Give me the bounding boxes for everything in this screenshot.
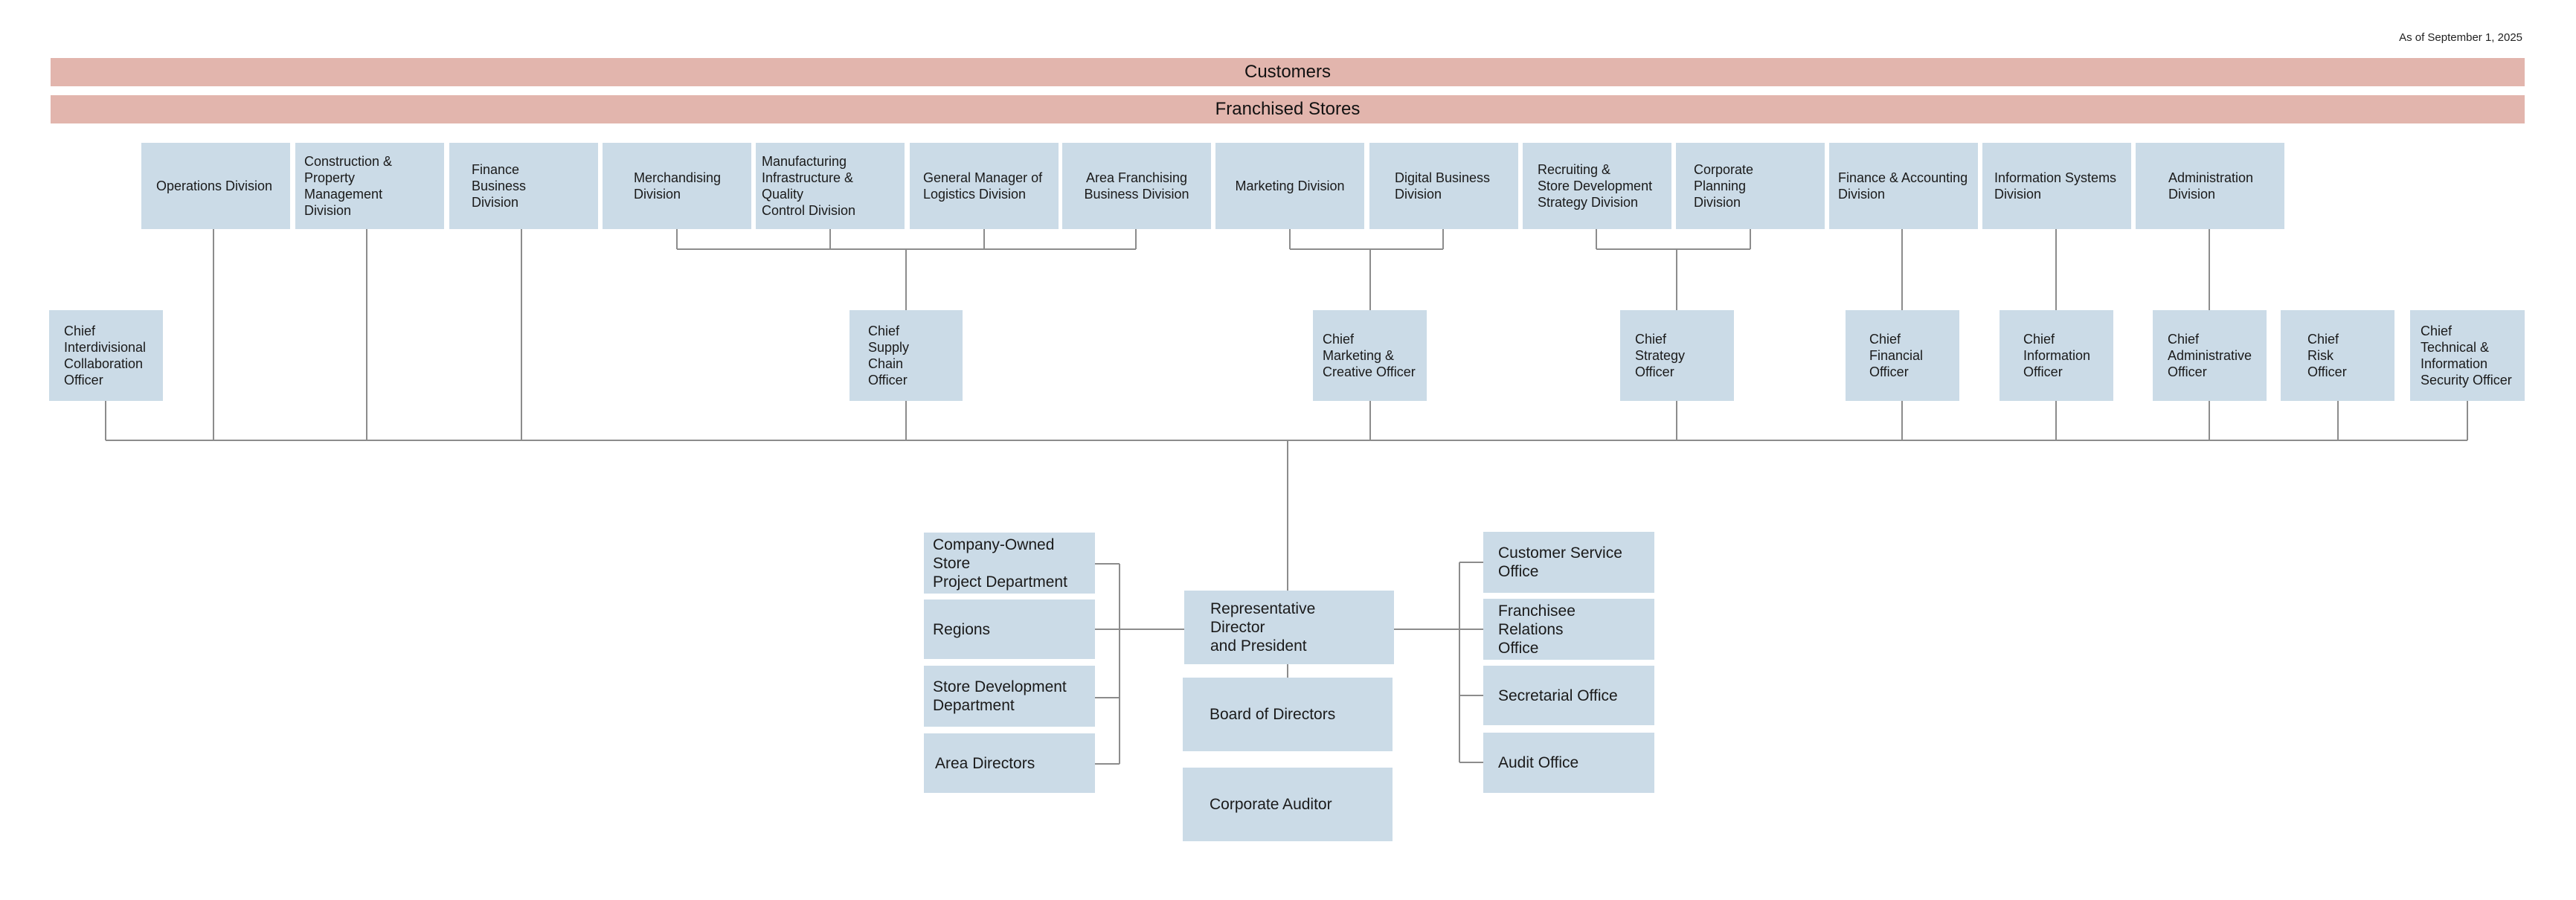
division-administration: Administration Division xyxy=(2136,143,2284,229)
officer-technical-information-security: Chief Technical & Information Security O… xyxy=(2410,310,2525,401)
division-finance-business: Finance Business Division xyxy=(449,143,598,229)
division-marketing: Marketing Division xyxy=(1215,143,1364,229)
board-of-directors: Board of Directors xyxy=(1183,678,1393,751)
unit-regions: Regions xyxy=(924,600,1095,659)
franchised-stores-band: Franchised Stores xyxy=(51,95,2525,123)
officer-administrative: Chief Administrative Officer xyxy=(2153,310,2267,401)
unit-store-development: Store Development Department xyxy=(924,666,1095,727)
as-of-date: As of September 1, 2025 xyxy=(2399,31,2522,44)
division-logistics: General Manager of Logistics Division xyxy=(910,143,1059,229)
officer-strategy: Chief Strategy Officer xyxy=(1620,310,1734,401)
division-operations: Operations Division xyxy=(141,143,290,229)
division-recruiting-store-development: Recruiting & Store Development Strategy … xyxy=(1523,143,1671,229)
customers-band: Customers xyxy=(51,58,2525,86)
unit-company-owned-store-project: Company-Owned Store Project Department xyxy=(924,533,1095,594)
corporate-auditor: Corporate Auditor xyxy=(1183,768,1393,841)
officer-interdivisional-collaboration: Chief Interdivisional Collaboration Offi… xyxy=(49,310,163,401)
unit-secretarial-office: Secretarial Office xyxy=(1483,666,1654,725)
division-corporate-planning: Corporate Planning Division xyxy=(1676,143,1825,229)
unit-customer-service-office: Customer Service Office xyxy=(1483,532,1654,593)
officer-risk: Chief Risk Officer xyxy=(2281,310,2394,401)
representative-director-president: Representative Director and President xyxy=(1184,591,1394,664)
division-digital-business: Digital Business Division xyxy=(1369,143,1518,229)
officer-financial: Chief Financial Officer xyxy=(1846,310,1959,401)
division-finance-accounting: Finance & Accounting Division xyxy=(1829,143,1978,229)
division-merchandising: Merchandising Division xyxy=(603,143,751,229)
officer-supply-chain: Chief Supply Chain Officer xyxy=(849,310,963,401)
unit-area-directors: Area Directors xyxy=(924,733,1095,793)
officer-marketing-creative: Chief Marketing & Creative Officer xyxy=(1313,310,1427,401)
division-construction-property: Construction & Property Management Divis… xyxy=(295,143,444,229)
division-area-franchising: Area Franchising Business Division xyxy=(1062,143,1211,229)
unit-audit-office: Audit Office xyxy=(1483,733,1654,793)
division-information-systems: Information Systems Division xyxy=(1982,143,2131,229)
unit-franchisee-relations-office: Franchisee Relations Office xyxy=(1483,599,1654,660)
division-manufacturing-quality: Manufacturing Infrastructure & Quality C… xyxy=(756,143,905,229)
officer-information: Chief Information Officer xyxy=(2000,310,2113,401)
